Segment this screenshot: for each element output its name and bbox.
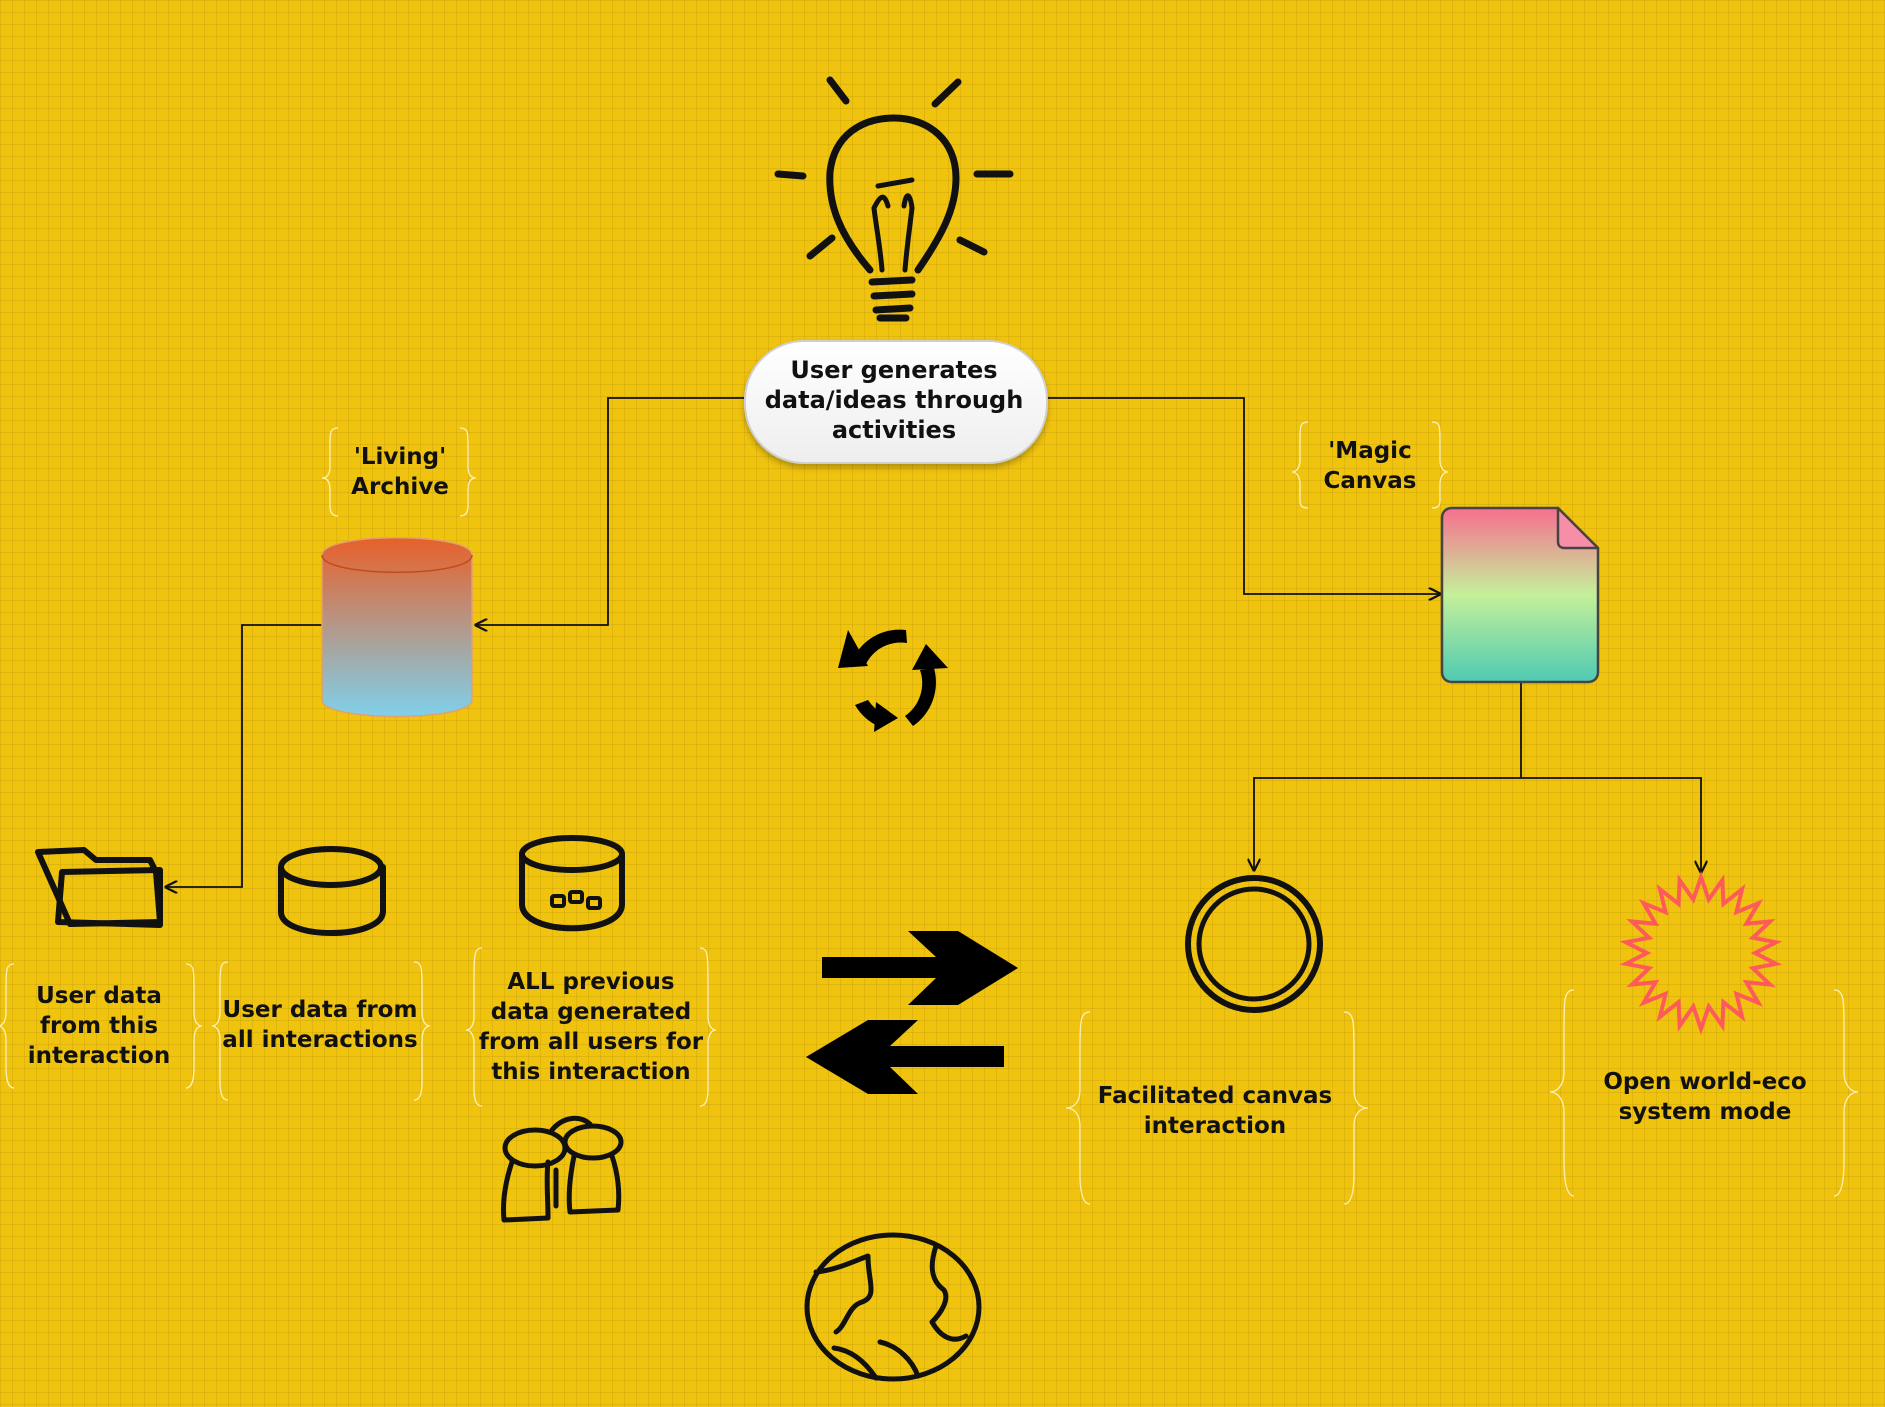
starburst-icon xyxy=(1619,870,1783,1036)
archive-cylinder xyxy=(321,537,473,718)
connector-canvas-to-ring xyxy=(1254,777,1521,870)
central-activity-node[interactable] xyxy=(744,340,1048,464)
connector-archive-to-folder xyxy=(166,624,322,887)
connector-canvas-to-burst xyxy=(1521,777,1701,872)
cylinder-icon xyxy=(278,846,386,936)
storage-icon xyxy=(519,835,625,932)
folder-icon xyxy=(35,847,163,928)
magic-canvas-title: 'Magic Canvas xyxy=(1323,438,1417,494)
facilitated-canvas-label: Facilitated canvas interaction xyxy=(1097,1083,1333,1139)
all-previous-data-label: ALL previous data generated from all use… xyxy=(478,969,704,1085)
user-data-this-interaction-label: User data from this interaction xyxy=(27,983,171,1069)
globe-icon xyxy=(804,1232,982,1382)
user-data-all-interactions-label: User data from all interactions xyxy=(222,997,418,1053)
connector-central-to-archive xyxy=(476,397,744,625)
open-world-mode-label: Open world-eco system mode xyxy=(1603,1069,1807,1125)
connectors xyxy=(166,397,1701,887)
lightbulb-icon xyxy=(774,76,1014,322)
central-activity-label: User generates data/ideas through activi… xyxy=(764,356,1024,444)
refresh-icon xyxy=(838,629,948,732)
people-icon xyxy=(501,1115,624,1223)
canvas-document-icon xyxy=(1440,506,1600,684)
swap-arrows-icon xyxy=(806,931,1018,1094)
living-archive-title: 'Living' Archive xyxy=(351,444,449,500)
label-brackets xyxy=(0,421,1859,1205)
ring-icon xyxy=(1185,875,1323,1013)
connector-central-to-canvas xyxy=(1044,397,1440,594)
